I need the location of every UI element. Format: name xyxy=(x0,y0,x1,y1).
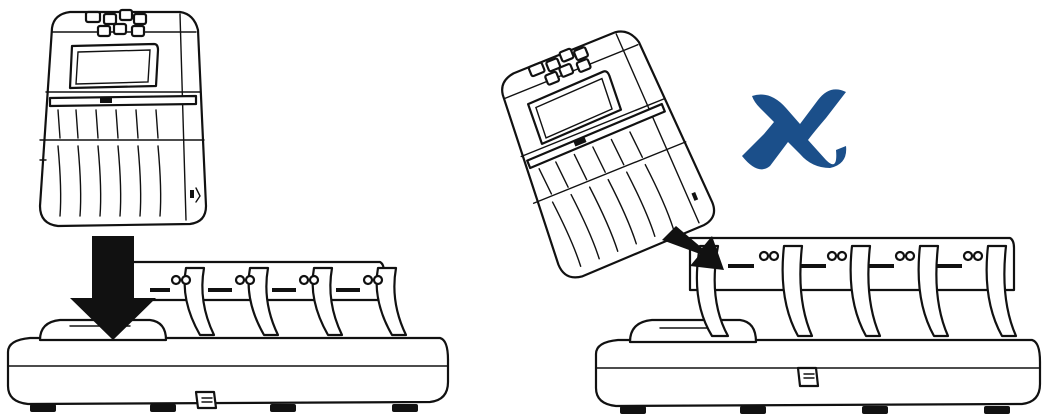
dock-foot xyxy=(30,404,56,412)
dock-dividers xyxy=(183,266,408,337)
dock-foot xyxy=(270,404,296,412)
dock-bay-1 xyxy=(628,318,758,344)
dock-foot xyxy=(620,406,646,414)
dock-latch xyxy=(796,366,820,388)
panel-correct xyxy=(6,8,450,412)
dock-foot xyxy=(862,406,888,414)
dock-contacts xyxy=(150,288,360,292)
dock-foot xyxy=(392,404,418,412)
printer-tear-bar xyxy=(526,102,666,170)
panel-incorrect xyxy=(501,30,1042,414)
dock-foot xyxy=(150,404,176,412)
arrow-diagonal-icon xyxy=(662,226,724,270)
arrow-down-icon xyxy=(70,236,156,340)
dock-foot xyxy=(740,406,766,414)
printer-media-cover xyxy=(538,131,675,267)
printer-screen xyxy=(526,70,623,145)
charging-dock-right xyxy=(594,236,1042,414)
printer-keypad xyxy=(84,8,148,38)
charging-dock-left xyxy=(6,260,450,412)
dock-dividers xyxy=(695,244,1018,338)
dock-latch xyxy=(194,390,218,410)
printer-keypad xyxy=(527,46,592,86)
printer-screen xyxy=(68,42,160,90)
printer-tear-bar xyxy=(48,94,198,108)
cross-x-icon xyxy=(742,89,847,170)
printer-tilted xyxy=(501,30,716,279)
dock-contacts xyxy=(728,264,962,268)
printer-media-cover xyxy=(57,109,162,217)
printer-upright xyxy=(38,8,208,228)
dock-led-indicators xyxy=(170,274,384,286)
dock-led-indicators xyxy=(758,250,984,262)
dock-foot xyxy=(984,406,1010,414)
